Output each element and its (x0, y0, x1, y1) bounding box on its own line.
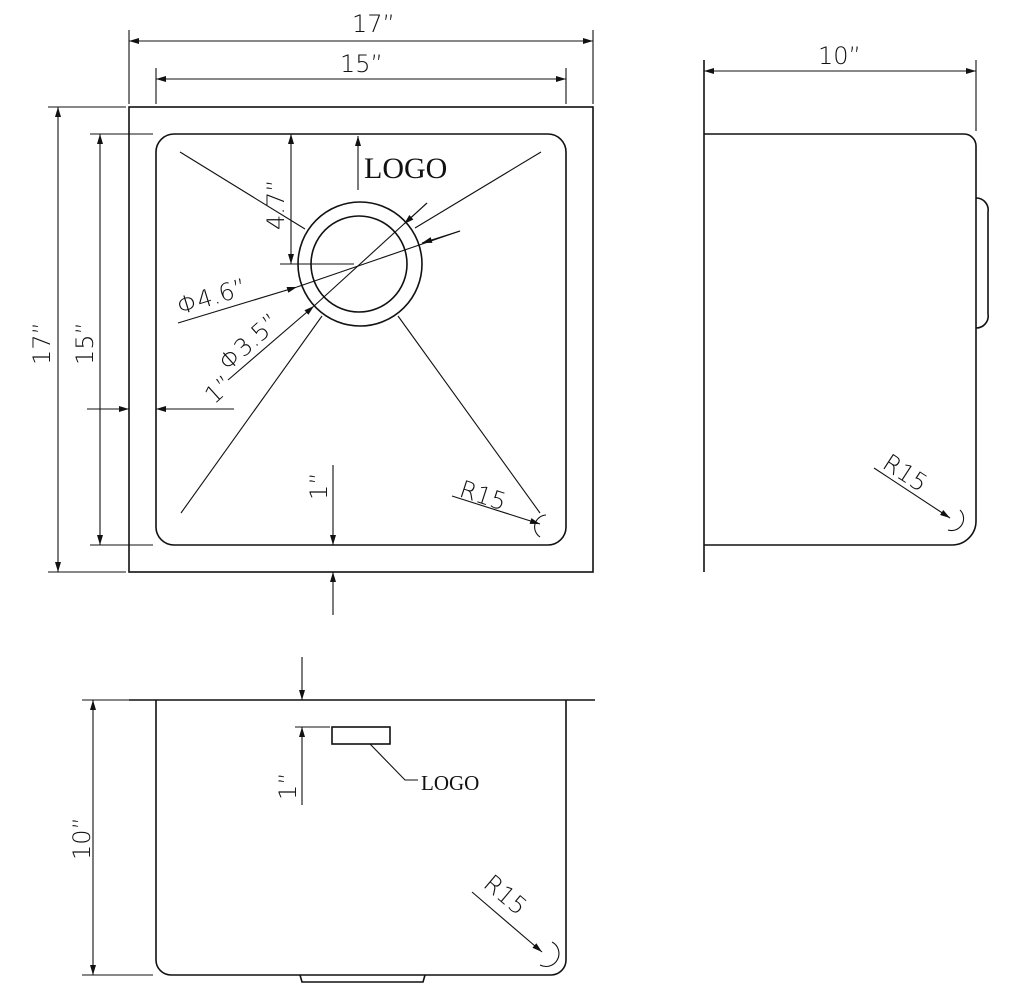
logo-label: LOGO (421, 771, 479, 795)
dim-label: R15 (456, 475, 510, 516)
dim-label: 15” (340, 50, 383, 78)
dim-front-radius: R15 (471, 869, 560, 968)
dim-label: R15 (878, 449, 933, 498)
sink-body (155, 700, 567, 976)
dim-label: R15 (478, 869, 532, 921)
dim-label: Φ4.6” (174, 273, 250, 321)
dim-label: 1” (305, 472, 333, 500)
dim-side-depth: 10” (704, 42, 977, 131)
dim-15-width: 15” (155, 50, 567, 104)
dim-corner-radius: R15 (451, 475, 547, 538)
slope-lines (179, 151, 542, 514)
dim-logo-offset: 1” (274, 657, 330, 805)
dim-17-width: 17” (128, 10, 594, 104)
dim-17-length: 17” (28, 106, 126, 573)
logo-callout: LOGO (369, 743, 479, 795)
sink-body (704, 133, 977, 546)
logo-label: LOGO (364, 152, 447, 185)
logo-callout: LOGO (355, 136, 447, 190)
dim-label: 15” (71, 322, 99, 365)
dim-label: 1” (274, 772, 302, 800)
dim-15-length: 15” (71, 133, 153, 546)
dim-label: Φ3.5” (213, 308, 285, 376)
dim-front-depth: 10” (68, 699, 153, 976)
dim-label: 17” (28, 322, 56, 365)
dim-rim-front: 1” (305, 465, 336, 615)
dim-label: 4.7” (262, 179, 290, 230)
drain-profile (975, 197, 989, 329)
dim-side-radius: R15 (873, 449, 965, 532)
dim-rim-side: 1” (87, 370, 239, 412)
sink-outer-rim (128, 106, 594, 573)
top-view: 17” 15” 17” 15” 4.7” LOGO (28, 10, 594, 615)
drain-profile (299, 974, 426, 983)
front-view: LOGO 1” 10” R15 (68, 657, 595, 983)
side-view: 10” R15 (703, 42, 989, 572)
dim-drain-offset: 4.7” (262, 134, 354, 265)
dim-label: 17” (352, 10, 395, 38)
logo-plate (331, 726, 391, 745)
dim-label: 10” (68, 817, 96, 860)
sink-bowl (155, 133, 567, 546)
dim-label: 10” (818, 42, 861, 70)
